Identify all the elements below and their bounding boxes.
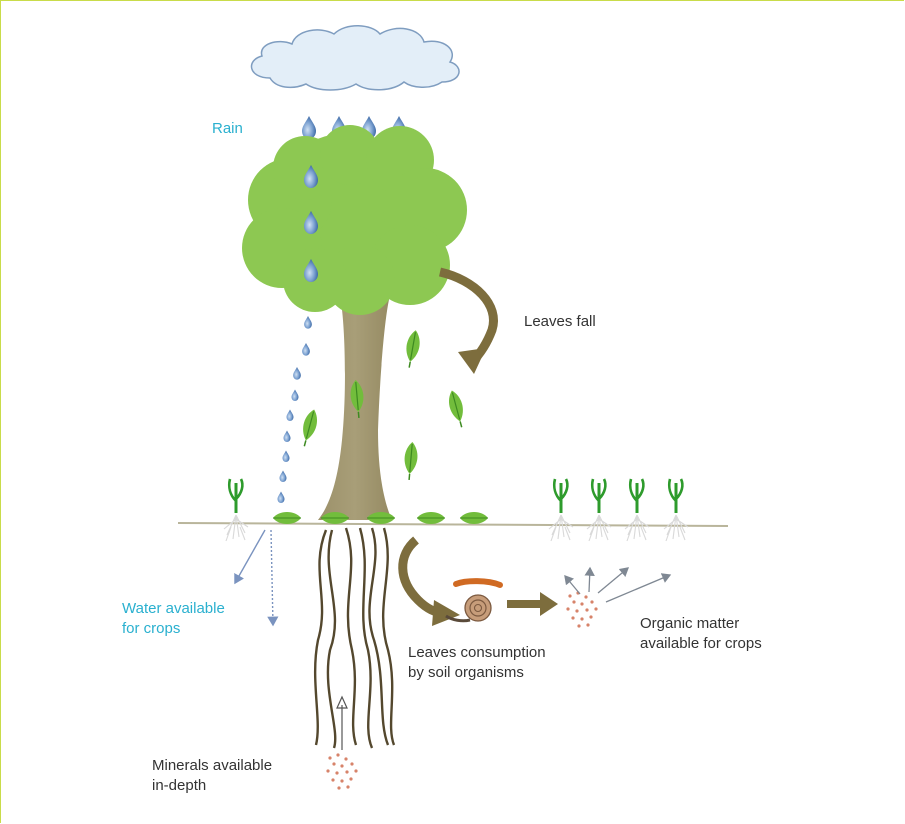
- particle-cluster-icon: [326, 753, 357, 789]
- cloud-icon: [252, 26, 460, 90]
- label-organic-matter: Organic matter available for crops: [640, 614, 762, 654]
- water-arrows: [235, 530, 273, 625]
- nutrient-arrows: [565, 568, 670, 602]
- falling-leaves: [298, 329, 468, 480]
- sprout-icon: [625, 479, 649, 541]
- raindrop-icon: [302, 116, 316, 139]
- leaf-icon: [273, 512, 301, 524]
- label-rain: Rain: [212, 119, 243, 139]
- curved-arrow-icon: [403, 540, 460, 626]
- label-minerals: Minerals available in-depth: [152, 756, 272, 796]
- tree-canopy: [242, 125, 467, 315]
- tree-roots: [315, 528, 394, 748]
- sprout-icon: [587, 479, 611, 541]
- label-leaves-fall: Leaves fall: [524, 312, 596, 332]
- label-water-available: Water available for crops: [122, 599, 225, 639]
- label-leaves-consumption: Leaves consumption by soil organisms: [408, 643, 546, 683]
- leaf-icon: [403, 442, 419, 481]
- ground-leaves: [273, 512, 488, 524]
- leaf-icon: [298, 408, 320, 448]
- leaf-icon: [446, 389, 468, 429]
- sprout-icon: [224, 479, 248, 541]
- leaf-icon: [403, 329, 422, 369]
- drip-drops: [278, 316, 312, 503]
- leaf-icon: [460, 512, 488, 524]
- leaf-icon: [417, 512, 445, 524]
- earthworm-icon: [456, 581, 500, 585]
- sprout-icon: [664, 479, 688, 541]
- particle-cluster-icon: [566, 591, 597, 627]
- straight-arrow-icon: [507, 592, 558, 616]
- curved-arrow-icon: [440, 272, 493, 374]
- sprout-icon: [549, 479, 573, 541]
